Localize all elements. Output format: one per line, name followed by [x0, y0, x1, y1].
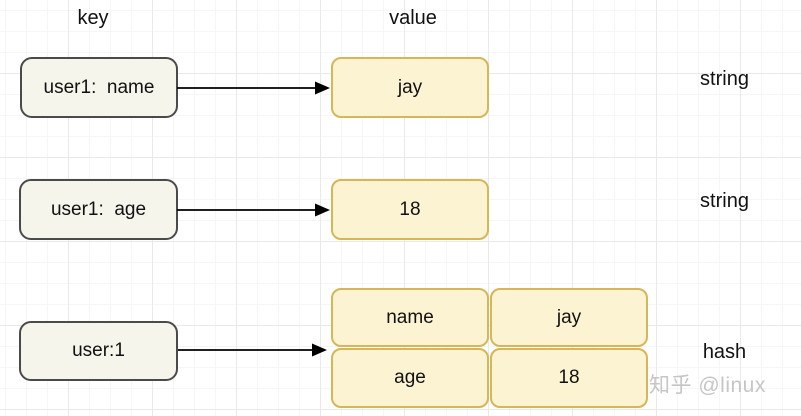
key-node-user1-name: user1: name: [20, 57, 178, 118]
key-node-user-1: user:1: [19, 321, 178, 381]
key-node-label: user1: age: [50, 198, 147, 220]
column-header-value: value: [389, 7, 437, 29]
hash-cell-value-jay: jay: [490, 288, 648, 347]
value-node-label: 18: [399, 198, 421, 220]
key-node-user1-age: user1: age: [19, 179, 178, 240]
key-node-label: user:1: [72, 340, 125, 361]
value-node-label: jay: [397, 76, 423, 98]
key-node-label: user1: name: [43, 76, 155, 98]
hash-cell-label: age: [394, 367, 426, 388]
type-label-hash: hash: [702, 341, 747, 363]
arrow-connector-icon: [177, 203, 330, 217]
arrow-connector-icon: [177, 81, 330, 95]
value-node-jay: jay: [331, 57, 489, 118]
hash-cell-label: name: [386, 306, 434, 328]
column-header-key: key: [77, 7, 109, 29]
hash-cell-label: jay: [556, 306, 582, 328]
type-label-string-1: string: [700, 68, 749, 90]
type-label-string-2: string: [700, 190, 749, 212]
hash-cell-label: 18: [558, 367, 580, 388]
zhihu-watermark: 知乎 @linux: [649, 374, 766, 397]
hash-cell-field-name: name: [331, 288, 489, 347]
hash-cell-field-age: age: [331, 348, 489, 408]
hash-cell-value-18: 18: [490, 348, 648, 408]
value-node-18: 18: [331, 179, 489, 240]
arrow-connector-icon: [178, 343, 327, 357]
